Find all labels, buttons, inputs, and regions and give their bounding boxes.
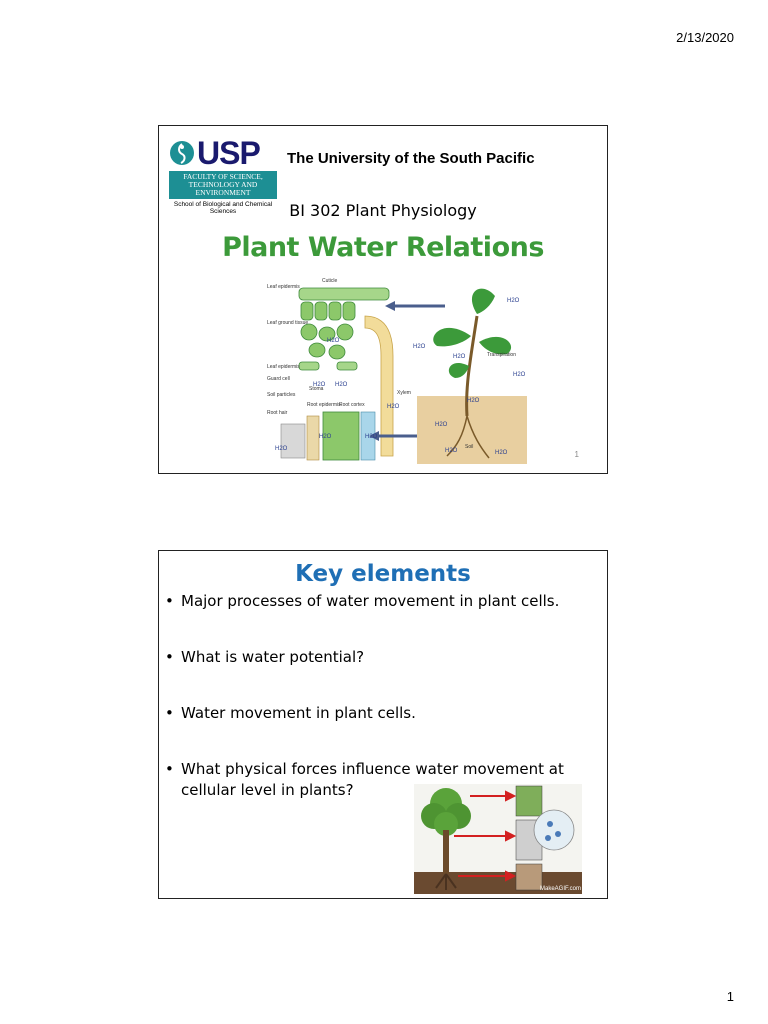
svg-text:H2O: H2O bbox=[507, 298, 520, 304]
university-name: The University of the South Pacific bbox=[287, 150, 535, 167]
label-root-epidermis: Root epidermis bbox=[307, 402, 341, 408]
svg-text:H2O: H2O bbox=[275, 446, 288, 452]
faculty-label: FACULTY OF SCIENCE, TECHNOLOGY AND ENVIR… bbox=[169, 171, 277, 199]
bullet-item: What physical forces influence water mov… bbox=[165, 759, 591, 801]
svg-text:H2O: H2O bbox=[413, 344, 426, 350]
usp-logo-text: USP bbox=[197, 135, 261, 171]
usp-logo: USP FACULTY OF SCIENCE, TECHNOLOGY AND E… bbox=[169, 136, 277, 215]
page-date: 2/13/2020 bbox=[676, 30, 734, 45]
svg-text:H2O: H2O bbox=[435, 422, 448, 428]
label-leaf-epidermis: Leaf epidermis bbox=[267, 284, 300, 290]
label-transpiration: Transpiration bbox=[487, 352, 516, 358]
root-cells bbox=[280, 411, 376, 461]
bullet-item: What is water potential? bbox=[165, 647, 591, 668]
water-movement-diagram: Leaf epidermis Leaf ground tissue Leaf e… bbox=[267, 276, 527, 464]
svg-text:H2O: H2O bbox=[319, 434, 332, 440]
svg-text:H2O: H2O bbox=[467, 398, 480, 404]
label-cuticle: Cuticle bbox=[322, 278, 338, 284]
svg-text:H2O: H2O bbox=[513, 372, 526, 378]
label-guard-cell: Guard cell bbox=[267, 376, 290, 382]
svg-text:H2O: H2O bbox=[327, 338, 340, 344]
leaf-cells bbox=[298, 287, 390, 371]
slide-title: USP FACULTY OF SCIENCE, TECHNOLOGY AND E… bbox=[158, 125, 608, 474]
course-title: BI 302 Plant Physiology bbox=[289, 201, 477, 220]
bullet-item: Water movement in plant cells. bbox=[165, 703, 591, 724]
svg-text:H2O: H2O bbox=[365, 434, 378, 440]
svg-text:H2O: H2O bbox=[387, 404, 400, 410]
label-stoma: Stoma bbox=[309, 386, 324, 392]
svg-text:H2O: H2O bbox=[453, 354, 466, 360]
label-root-hair: Root hair bbox=[267, 410, 288, 416]
bullet-item: Major processes of water movement in pla… bbox=[165, 591, 591, 612]
label-root-cortex: Root cortex bbox=[339, 402, 365, 408]
label-soil: Soil bbox=[465, 444, 473, 450]
svg-text:H2O: H2O bbox=[313, 382, 326, 388]
slide-main-title: Plant Water Relations bbox=[222, 232, 544, 263]
svg-text:H2O: H2O bbox=[495, 450, 508, 456]
slide-key-elements: Key elements Major processes of water mo… bbox=[158, 550, 608, 899]
slide-number: 1 bbox=[574, 450, 579, 459]
svg-text:H2O: H2O bbox=[445, 448, 458, 454]
usp-emblem-icon bbox=[170, 141, 194, 165]
school-label: School of Biological and Chemical Scienc… bbox=[173, 201, 273, 215]
page-number: 1 bbox=[726, 989, 734, 1004]
label-leaf-ground: Leaf ground tissue bbox=[267, 320, 308, 326]
svg-text:H2O: H2O bbox=[335, 382, 348, 388]
watermark-text: MakeAGIF.com bbox=[540, 886, 581, 892]
label-soil-particles: Soil particles bbox=[267, 392, 296, 398]
slide-main-title: Key elements bbox=[295, 561, 471, 587]
tree-water-transport-graphic: MakeAGIF.com bbox=[414, 784, 582, 894]
label-leaf-epidermis-lower: Leaf epidermis bbox=[267, 364, 300, 370]
label-xylem: Xylem bbox=[397, 390, 411, 396]
